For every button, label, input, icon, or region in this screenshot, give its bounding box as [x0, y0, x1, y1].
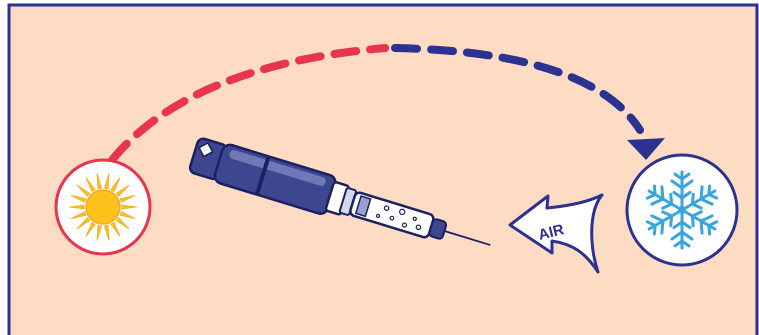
sun-icon	[56, 160, 150, 254]
snowflake-icon	[627, 155, 737, 265]
